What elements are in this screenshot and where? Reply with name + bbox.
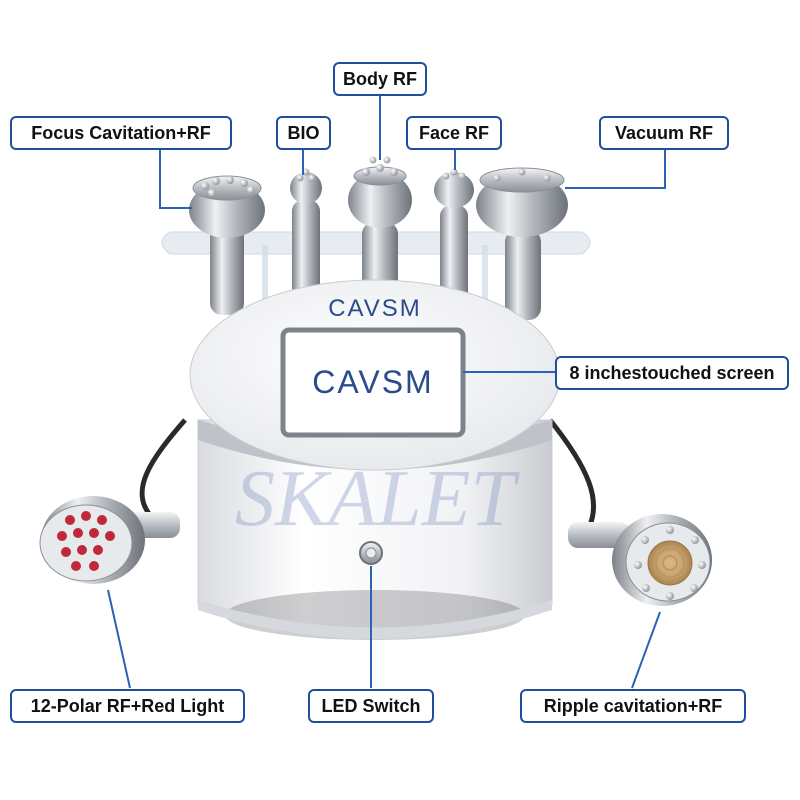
holder-post — [482, 245, 488, 325]
leader-line-focus-cavitation — [159, 148, 192, 209]
leader-line-vacuum-rf — [565, 148, 666, 189]
callout-vacuum-rf: Vacuum RF — [599, 116, 729, 150]
callout-ripple-cavitation: Ripple cavitation+RF — [520, 689, 746, 723]
focus-cavitation-handpiece — [189, 175, 265, 315]
device-body: CAVSM CAVSM — [189, 279, 561, 640]
cable — [548, 418, 597, 526]
cable — [139, 418, 187, 517]
callout-led-switch: LED Switch — [308, 689, 434, 723]
leader-line-polar-rf — [107, 589, 131, 689]
ripple-cavitation-handpiece — [568, 514, 712, 606]
touch-screen — [280, 327, 466, 438]
screen-brand-logo: CAVSM — [312, 364, 433, 400]
holder-post — [262, 245, 268, 325]
callout-body-rf: Body RF — [333, 62, 427, 96]
callout-face-rf: Face RF — [406, 116, 502, 150]
watermark: SKALET — [235, 455, 521, 543]
body-rf-handpiece — [348, 156, 412, 317]
callout-screen: 8 inchestouched screen — [555, 356, 789, 390]
callout-polar-rf: 12-Polar RF+Red Light — [10, 689, 245, 723]
leader-line-ripple-cavitation — [631, 611, 661, 689]
vacuum-rf-handpiece — [476, 167, 568, 320]
device-base-cylinder-front — [198, 600, 552, 639]
polar-rf-handpiece — [39, 496, 180, 584]
callout-bio: BIO — [276, 116, 331, 150]
leader-lines — [107, 94, 666, 689]
brand-logo: CAVSM — [328, 295, 422, 322]
cable-group — [139, 418, 597, 526]
callout-focus-cavitation: Focus Cavitation+RF — [10, 116, 232, 150]
